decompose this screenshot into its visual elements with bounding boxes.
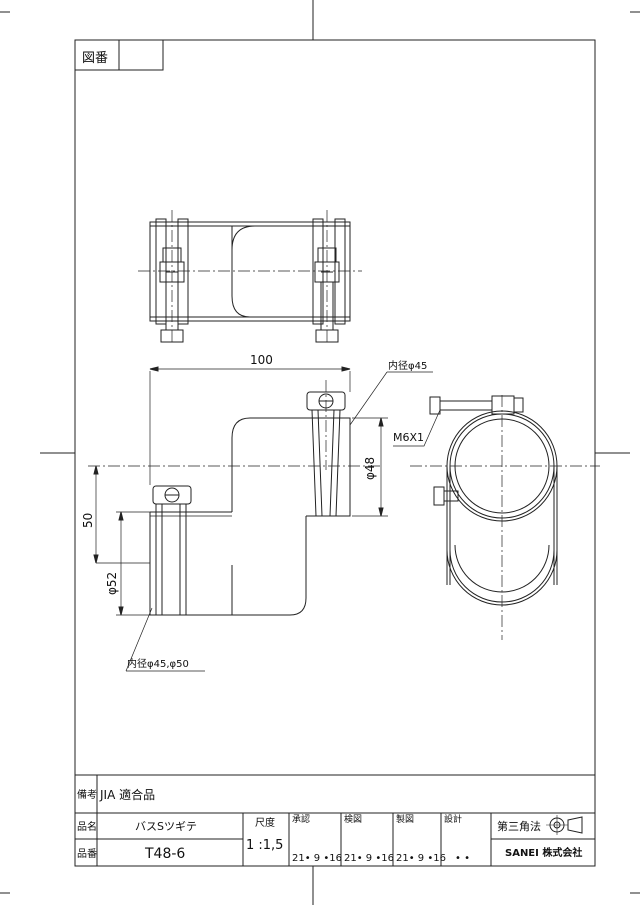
third-angle-projection-icon	[546, 815, 583, 835]
scale-label: 尺度	[255, 816, 275, 829]
front-view	[88, 366, 433, 672]
side-view	[393, 395, 600, 640]
dim-offset: 50	[81, 513, 95, 528]
drawing-number-box	[75, 40, 164, 71]
name-label: 品名	[77, 820, 97, 833]
top-view	[138, 210, 362, 345]
dim-dia-48: φ48	[363, 457, 377, 480]
design-label: 設計	[444, 813, 462, 825]
check-date: 21• 9 •16	[344, 853, 394, 864]
dim-inner-top: 内径φ45	[388, 359, 427, 372]
draw-date: 21• 9 •16	[396, 853, 446, 864]
check-label: 検図	[344, 813, 362, 825]
scale-value: 1 :1,5	[246, 838, 283, 853]
dim-thread: M6X1	[393, 431, 424, 444]
name-value: バスSツギテ	[135, 820, 197, 833]
dim-dia-52: φ52	[105, 572, 119, 595]
drawing-number-label: 図番	[82, 51, 108, 66]
design-date: • •	[455, 853, 470, 864]
remarks-label: 備考	[77, 788, 97, 801]
dim-length: 100	[250, 353, 273, 367]
draw-label: 製図	[396, 813, 414, 825]
dim-inner-bottom: 内径φ45,φ50	[127, 657, 189, 670]
company-name: SANEI 株式会社	[505, 846, 582, 859]
projection-label: 第三角法	[497, 819, 541, 833]
part-value: T48-6	[144, 846, 185, 862]
drawing-frame	[74, 39, 596, 867]
remarks-value: JIA 適合品	[99, 787, 155, 802]
approve-label: 承認	[292, 813, 310, 825]
part-label: 品番	[77, 848, 97, 860]
approve-date: 21• 9 •16	[292, 853, 342, 864]
